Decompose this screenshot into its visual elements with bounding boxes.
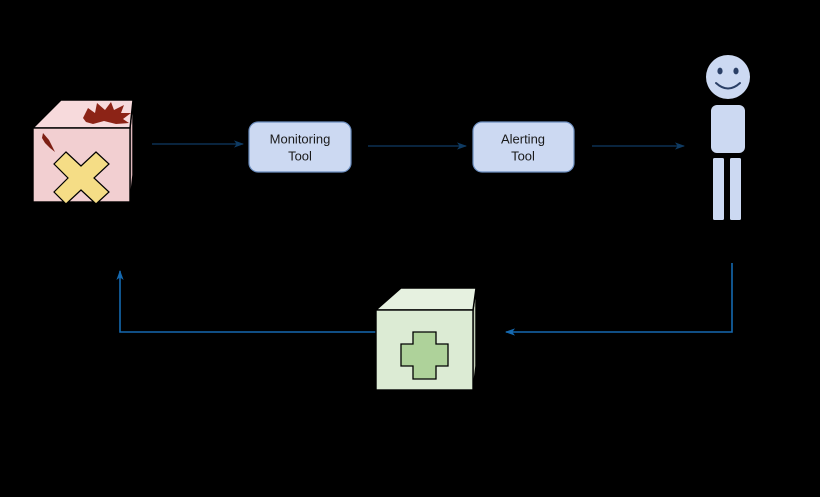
x-mark-icon [53, 151, 110, 205]
alerting-tool-label-line1: Alerting [501, 131, 545, 146]
person-body-icon [711, 105, 745, 153]
alerting-tool-box-shape[interactable] [472, 121, 575, 173]
healthy-cube-top-face [374, 287, 477, 311]
arrow-operator-to-healthy [505, 263, 733, 336]
operator-person[interactable] [706, 55, 750, 220]
healthy-service-cube[interactable] [374, 287, 477, 391]
person-right-leg-icon [730, 158, 741, 220]
person-right-eye-icon [733, 67, 739, 75]
person-smile-icon [715, 82, 741, 90]
person-left-leg-icon [713, 158, 724, 220]
crack-icon [42, 133, 55, 152]
person-left-eye-icon [717, 67, 723, 75]
broken-service-cube[interactable] [31, 99, 134, 205]
monitoring-tool-label-line1: Monitoring [270, 131, 331, 146]
alerting-tool-label-line2: Tool [511, 148, 535, 163]
monitoring-tool-box-shape[interactable] [248, 121, 352, 173]
monitoring-tool-label-line2: Tool [288, 148, 312, 163]
arrow-healthy-to-broken [116, 270, 376, 333]
monitoring-tool-box[interactable]: Monitoring Tool [248, 121, 352, 173]
explosion-icon [83, 102, 131, 124]
plus-icon [400, 331, 449, 380]
person-head-icon [706, 55, 750, 99]
alerting-tool-box[interactable]: Alerting Tool [472, 121, 575, 173]
connector-layer [116, 140, 733, 336]
